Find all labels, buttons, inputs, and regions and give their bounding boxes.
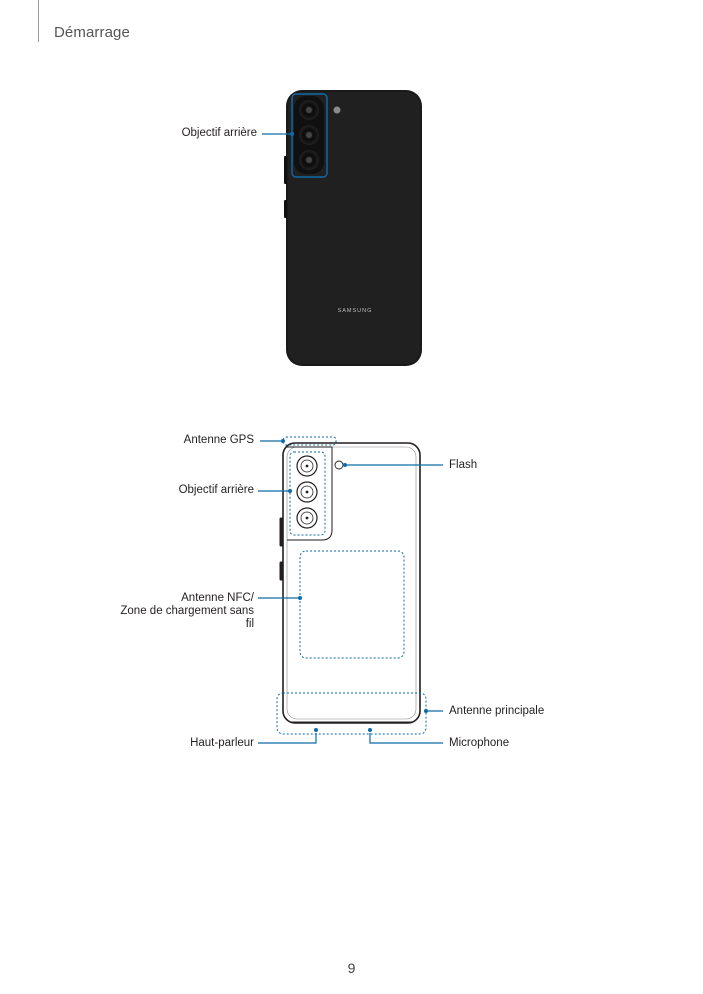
nfc-zone xyxy=(299,550,405,659)
header-rule xyxy=(38,0,39,42)
label-nfc-line3: fil xyxy=(245,618,254,630)
label-rear-camera-bottom: Objectif arrière xyxy=(178,484,254,496)
label-nfc-antenna: Antenne NFC/ Zone de chargement sans fil xyxy=(100,592,254,631)
gps-antenna-zone xyxy=(282,436,337,446)
label-microphone: Microphone xyxy=(449,737,510,749)
main-antenna-zone xyxy=(276,692,427,735)
label-main-antenna: Antenne principale xyxy=(449,705,545,717)
section-title: Démarrage xyxy=(54,24,130,41)
label-flash: Flash xyxy=(449,459,478,471)
brand-logo: SAMSUNG xyxy=(338,308,373,314)
label-rear-camera-top: Objectif arrière xyxy=(181,127,257,139)
phone-back-photo xyxy=(262,90,422,366)
label-gps-antenna: Antenne GPS xyxy=(183,434,254,446)
label-nfc-line1: Antenne NFC/ xyxy=(181,592,254,604)
label-nfc-line2: Zone de chargement sans xyxy=(120,605,254,617)
page-number: 9 xyxy=(347,960,356,976)
flash-led xyxy=(333,106,341,114)
rear-camera-zone xyxy=(289,451,326,536)
phone-outline-diagram xyxy=(279,442,421,724)
label-speaker: Haut-parleur xyxy=(190,737,254,749)
